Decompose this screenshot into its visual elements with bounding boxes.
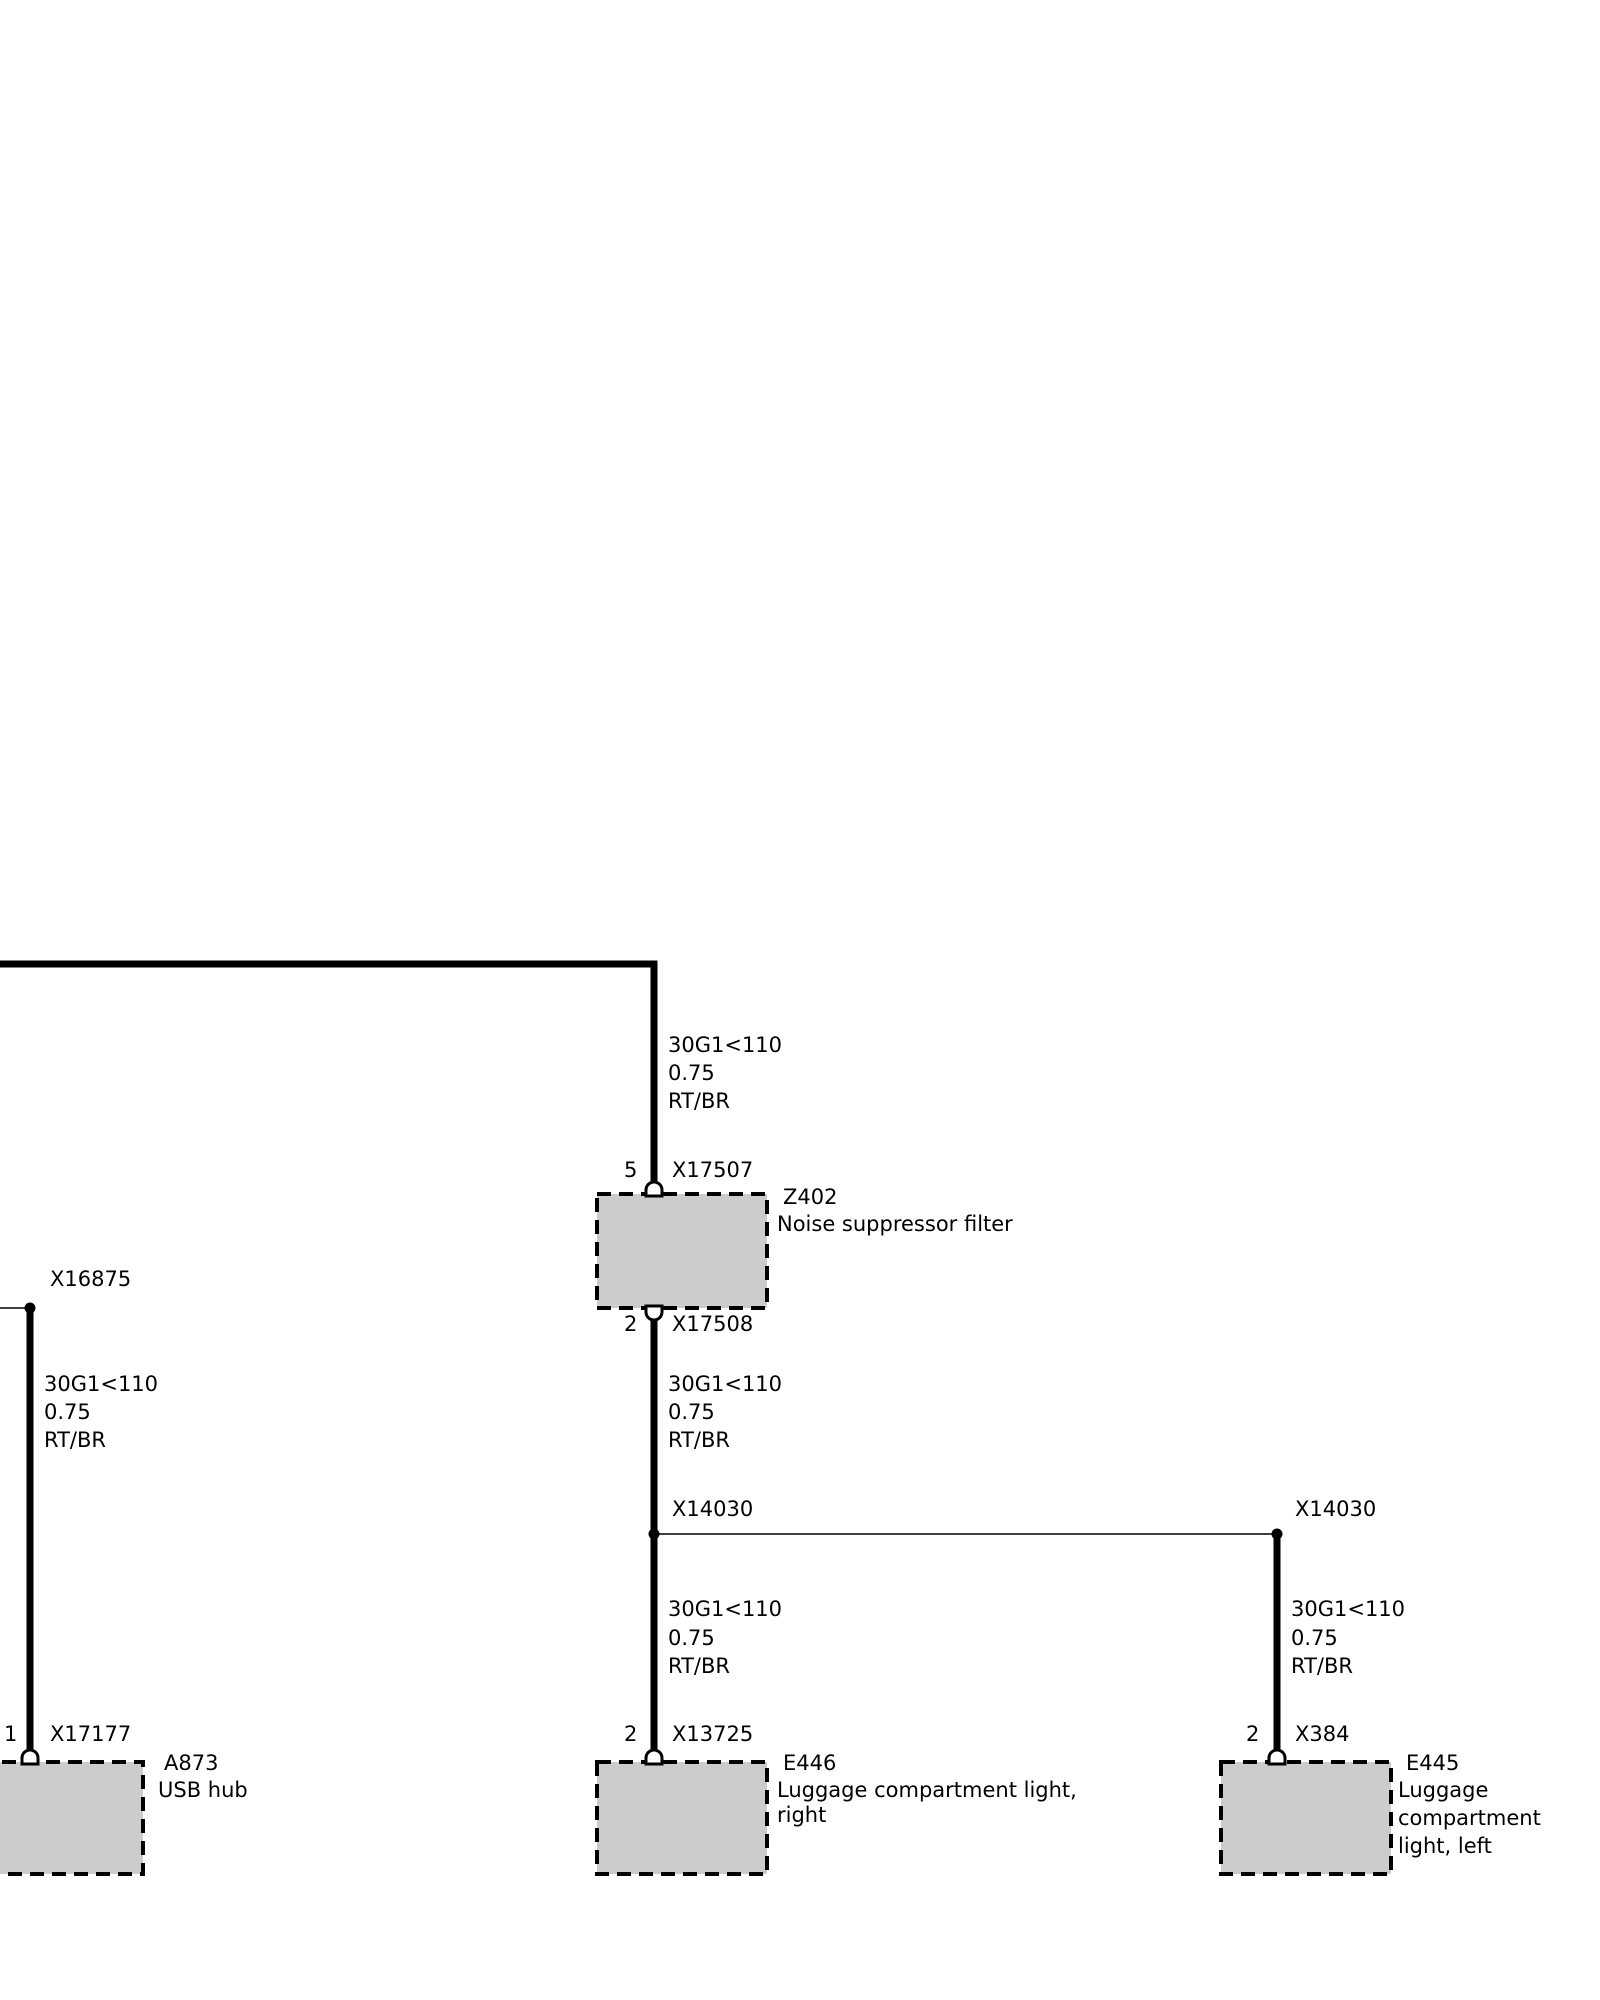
wire-size: 0.75 [668, 1626, 715, 1650]
wire-label-z402-out: 30G1<110 0.75 RT/BR [668, 1372, 782, 1452]
connector-label-x17508: X17508 [672, 1312, 753, 1336]
component-label-e445: E445 Luggage compartment light, left [1398, 1751, 1541, 1858]
component-id: E445 [1406, 1751, 1459, 1775]
wire-color: RT/BR [44, 1428, 106, 1452]
connector-labels: 5 X17507 2 X17508 X16875 X14030 X14030 1… [4, 1158, 1376, 1746]
connector-pins [20, 1180, 1287, 1766]
connector-pin-x17508[interactable] [644, 1304, 664, 1322]
connector-label-x16875: X16875 [50, 1267, 131, 1291]
pin-number-x384: 2 [1246, 1722, 1259, 1746]
pin-number-x17177: 1 [4, 1722, 17, 1746]
wire-color: RT/BR [668, 1654, 730, 1678]
component-box-e445[interactable] [1219, 1760, 1393, 1876]
component-box-e446[interactable] [595, 1760, 769, 1876]
connector-label-x14030-right: X14030 [1295, 1497, 1376, 1521]
component-label-z402: Z402 Noise suppressor filter [777, 1185, 1013, 1236]
components [0, 1192, 1393, 1876]
component-description: USB hub [158, 1778, 248, 1802]
splice-nodes [24, 1302, 1283, 1540]
wire-signal: 30G1<110 [44, 1372, 158, 1396]
connector-pin-x17177[interactable] [20, 1748, 40, 1766]
connector-label-x384: X384 [1295, 1722, 1349, 1746]
connector-label-x14030-left: X14030 [672, 1497, 753, 1521]
wire-label-z402-in: 30G1<110 0.75 RT/BR [668, 1033, 782, 1113]
wire-top-feed [0, 960, 658, 1184]
connector-pin-x13725[interactable] [644, 1748, 664, 1766]
component-description: Luggage [1398, 1778, 1488, 1802]
component-id: A873 [164, 1751, 218, 1775]
wire-size: 0.75 [668, 1400, 715, 1424]
component-label-a873: A873 USB hub [158, 1751, 248, 1802]
pin-number-x17508: 2 [624, 1312, 637, 1336]
wire-size: 0.75 [1291, 1626, 1338, 1650]
component-id: E446 [783, 1751, 836, 1775]
wire-size: 0.75 [668, 1061, 715, 1085]
component-description: right [777, 1803, 826, 1827]
wire-label-usb: 30G1<110 0.75 RT/BR [44, 1372, 158, 1452]
component-box-a873[interactable] [0, 1760, 145, 1876]
component-description: Noise suppressor filter [777, 1212, 1013, 1236]
connector-pin-x17507[interactable] [644, 1180, 664, 1198]
component-id: Z402 [783, 1185, 837, 1209]
wire-size: 0.75 [44, 1400, 91, 1424]
splice-node-x16875 [24, 1302, 36, 1314]
splice-node-x14030-right [1271, 1528, 1283, 1540]
wire-label-e445: 30G1<110 0.75 RT/BR [1291, 1597, 1405, 1678]
pin-number-x13725: 2 [624, 1722, 637, 1746]
wire-signal: 30G1<110 [668, 1372, 782, 1396]
connector-label-x17177: X17177 [50, 1722, 131, 1746]
wires [0, 960, 1281, 1752]
wire-signal: 30G1<110 [668, 1033, 782, 1057]
connector-pin-x384[interactable] [1267, 1748, 1287, 1766]
wire-label-e446: 30G1<110 0.75 RT/BR [668, 1597, 782, 1678]
component-description: Luggage compartment light, [777, 1778, 1077, 1802]
splice-node-x14030-left [648, 1528, 660, 1540]
wire-color: RT/BR [668, 1089, 730, 1113]
pin-number-x17507: 5 [624, 1158, 637, 1182]
wire-color: RT/BR [1291, 1654, 1353, 1678]
component-box-z402[interactable] [595, 1192, 769, 1310]
component-label-e446: E446 Luggage compartment light, right [777, 1751, 1077, 1827]
wire-color: RT/BR [668, 1428, 730, 1452]
component-description: compartment [1398, 1806, 1541, 1830]
wire-signal: 30G1<110 [1291, 1597, 1405, 1621]
connector-label-x13725: X13725 [672, 1722, 753, 1746]
component-description: light, left [1398, 1834, 1492, 1858]
connector-label-x17507: X17507 [672, 1158, 753, 1182]
wire-signal: 30G1<110 [668, 1597, 782, 1621]
